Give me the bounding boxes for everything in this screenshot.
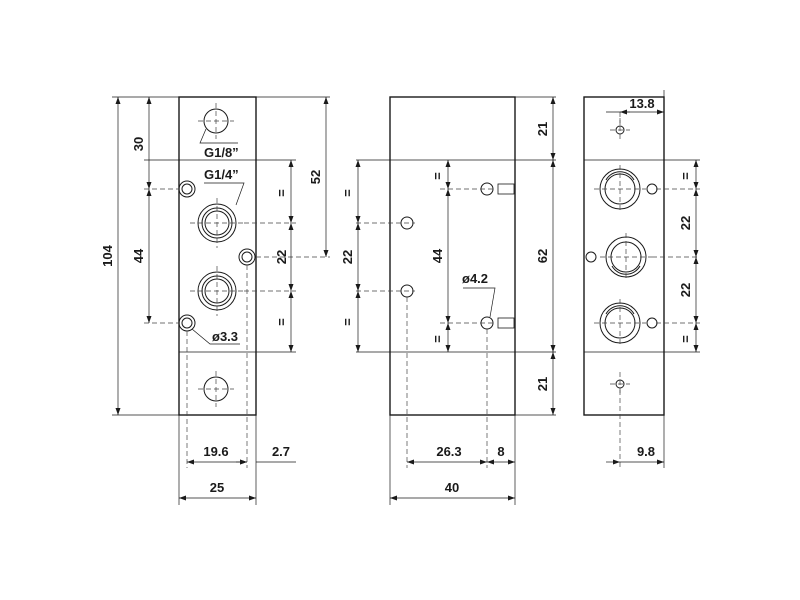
middle-hole-4 <box>440 316 515 330</box>
left-view: 104 30 44 52 = 22 = G1/8” G1/4” ø3.3 19.… <box>100 96 330 505</box>
dim-44-mid: 44 <box>430 248 445 263</box>
dim-44-left: 44 <box>131 248 146 263</box>
dim-62: 62 <box>535 249 550 263</box>
right-body-outline <box>583 96 665 416</box>
dim-2-7: 2.7 <box>272 444 290 459</box>
middle-body-outline <box>389 96 516 416</box>
dim-eq-left-bottom: = <box>274 318 289 326</box>
right-side-hole-1 <box>646 183 658 195</box>
dim-eq-mid-bottom: = <box>340 318 355 326</box>
label-g14: G1/4” <box>204 167 239 182</box>
left-main-port-lower <box>190 266 244 316</box>
dim-25: 25 <box>210 480 224 495</box>
dim-52: 52 <box>308 170 323 184</box>
dim-40: 40 <box>445 480 459 495</box>
dim-eq-left-top: = <box>274 189 289 197</box>
dim-22-left: 22 <box>274 250 289 264</box>
dim-9-8: 9.8 <box>637 444 655 459</box>
dim-13-8: 13.8 <box>629 96 654 111</box>
left-bottom-port <box>198 371 234 407</box>
dim-eq-right-top: = <box>678 172 693 180</box>
middle-hole-3 <box>440 182 515 196</box>
dim-19-6: 19.6 <box>203 444 228 459</box>
label-g18: G1/8” <box>204 145 239 160</box>
dim-104: 104 <box>100 244 115 266</box>
label-hole-3-3: ø3.3 <box>212 329 238 344</box>
left-body-outline <box>178 96 257 416</box>
middle-view: = 22 = = 44 = ø4.2 21 62 21 26.3 8 <box>340 96 556 505</box>
right-port-middle <box>600 233 652 281</box>
right-side-hole-2 <box>585 251 597 263</box>
dim-21-bottom: 21 <box>535 377 550 391</box>
middle-hole-1 <box>356 216 415 230</box>
right-side-hole-3 <box>646 317 658 329</box>
dim-22-right-top: 22 <box>678 216 693 230</box>
middle-hole-2 <box>356 284 415 298</box>
dim-eq-mid2-top: = <box>430 172 445 180</box>
dim-21-top: 21 <box>535 122 550 136</box>
dim-30: 30 <box>131 137 146 151</box>
left-main-port-upper <box>190 198 244 248</box>
right-port-lower <box>594 299 646 347</box>
left-side-hole <box>238 248 256 266</box>
left-mount-hole-bottom <box>178 314 196 332</box>
right-view: 13.8 = 22 22 = 9.8 <box>583 90 700 468</box>
right-port-upper <box>594 165 646 213</box>
dim-8: 8 <box>497 444 504 459</box>
dim-26-3: 26.3 <box>436 444 461 459</box>
dim-22-mid: 22 <box>340 250 355 264</box>
dim-eq-mid2-bottom: = <box>430 335 445 343</box>
dim-eq-right-bottom: = <box>678 335 693 343</box>
left-top-port <box>198 103 234 139</box>
dim-22-right-bottom: 22 <box>678 283 693 297</box>
left-mount-hole-top <box>178 180 196 198</box>
label-hole-4-2: ø4.2 <box>462 271 488 286</box>
dim-eq-mid-top: = <box>340 189 355 197</box>
